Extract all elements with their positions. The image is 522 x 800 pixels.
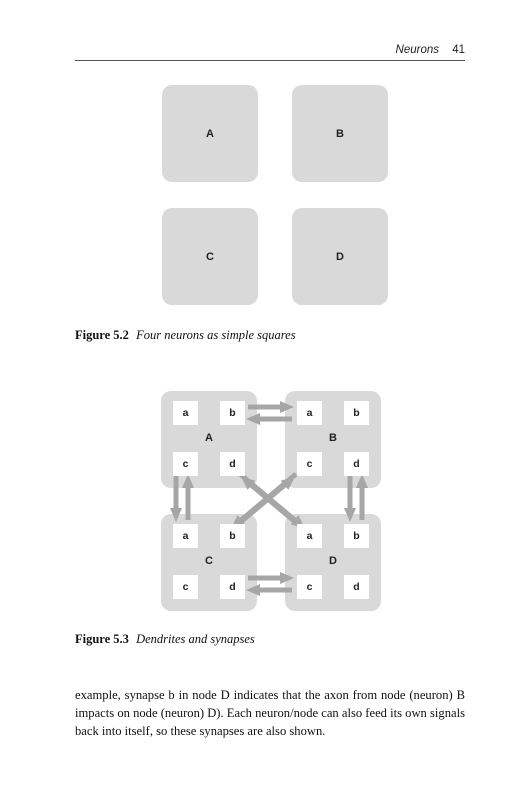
node-label-b: B bbox=[329, 432, 337, 444]
node-label-d: D bbox=[329, 555, 337, 567]
synapse-a-d: d bbox=[220, 452, 245, 476]
neuron-c: C bbox=[162, 208, 258, 305]
running-head: Neurons 41 bbox=[75, 44, 465, 61]
synapse-b-c: c bbox=[297, 452, 322, 476]
synapse-c-a: a bbox=[173, 524, 198, 548]
neuron-b: B bbox=[292, 85, 388, 182]
arrow-d-to-a bbox=[240, 476, 308, 533]
caption-text: Four neurons as simple squares bbox=[136, 328, 296, 342]
synapse-b-a: a bbox=[297, 401, 322, 425]
running-head-title: Neurons bbox=[395, 44, 439, 56]
synapse-c-c: c bbox=[173, 575, 198, 599]
figure-four-neurons: A B C D bbox=[160, 84, 390, 308]
synapse-d-d: d bbox=[344, 575, 369, 599]
synapse-arrows bbox=[170, 401, 368, 596]
synapse-c-b: b bbox=[220, 524, 245, 548]
body-paragraph: example, synapse b in node D indicates t… bbox=[75, 688, 465, 738]
page-number: 41 bbox=[452, 44, 465, 56]
caption-text: Dendrites and synapses bbox=[136, 632, 255, 646]
neuron-a: A bbox=[162, 85, 258, 182]
synapse-a-b: b bbox=[220, 401, 245, 425]
synapse-d-a: a bbox=[297, 524, 322, 548]
synapse-a-a: a bbox=[173, 401, 198, 425]
synapse-b-d: d bbox=[344, 452, 369, 476]
arrow-c-to-b bbox=[228, 476, 296, 533]
node-label-c: C bbox=[205, 555, 213, 567]
figure-caption-5-2: Figure 5.2 Four neurons as simple square… bbox=[75, 328, 296, 343]
synapse-d-b: b bbox=[344, 524, 369, 548]
synapse-a-c: c bbox=[173, 452, 198, 476]
figure-dendrites-synapses: a b c d A a b c d B a b c d C a b c d D bbox=[158, 390, 382, 614]
synapse-c-d: d bbox=[220, 575, 245, 599]
synapse-d-c: c bbox=[297, 575, 322, 599]
neuron-d: D bbox=[292, 208, 388, 305]
synapse-b-b: b bbox=[344, 401, 369, 425]
caption-number: Figure 5.2 bbox=[75, 328, 129, 342]
figure-caption-5-3: Figure 5.3 Dendrites and synapses bbox=[75, 632, 255, 647]
node-label-a: A bbox=[205, 432, 213, 444]
caption-number: Figure 5.3 bbox=[75, 632, 129, 646]
